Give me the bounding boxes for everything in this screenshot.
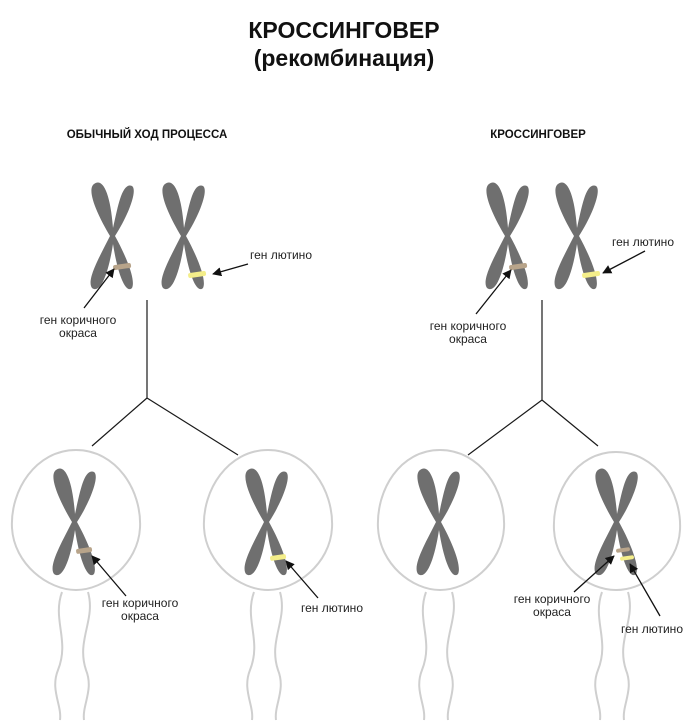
chromosome xyxy=(52,468,96,576)
brown-arrow xyxy=(475,269,512,315)
lutino-gene-band xyxy=(582,271,601,278)
left-panel-heading: ОБЫЧНЫЙ ХОД ПРОЦЕССА xyxy=(67,128,228,141)
left-sperm-1 xyxy=(10,448,142,721)
sperm-tail xyxy=(274,591,283,721)
brown-label-line1: ген коричного xyxy=(430,319,507,333)
lutino-gene-band xyxy=(620,555,634,561)
lutino-arrow xyxy=(212,263,249,277)
chromosome xyxy=(416,468,460,576)
sperm-tail xyxy=(594,591,604,721)
lutino-gene-band xyxy=(188,271,207,278)
right-branch-lines xyxy=(467,300,599,456)
brown-label-line2: окраса xyxy=(59,326,97,340)
brown-label-line1: ген коричного xyxy=(102,596,179,610)
brown-arrow xyxy=(573,555,615,593)
right-sperm-2 xyxy=(552,450,682,721)
sperm-tail xyxy=(246,591,256,721)
sperm-tail xyxy=(622,591,631,721)
left-sperm-2 xyxy=(202,448,334,721)
sperm-tail xyxy=(418,591,428,721)
sperm-tail xyxy=(54,591,64,721)
brown-label-line2: окраса xyxy=(533,605,571,619)
brown-label-line2: окраса xyxy=(121,609,159,623)
page-title: КРОССИНГОВЕР xyxy=(248,17,439,43)
brown-gene-band xyxy=(76,547,93,554)
left-branch-lines xyxy=(91,300,239,456)
lutino-label: ген лютино xyxy=(301,601,363,615)
lutino-label: ген лютино xyxy=(621,622,683,636)
right-parent-chromosomes xyxy=(485,182,601,290)
brown-label-line2: окраса xyxy=(449,332,487,346)
lutino-arrow xyxy=(629,563,661,617)
right-sperm-1 xyxy=(376,448,506,721)
brown-gene-band xyxy=(616,547,630,553)
brown-arrow xyxy=(83,268,115,309)
sperm-tail xyxy=(82,591,91,721)
lutino-label: ген лютино xyxy=(612,235,674,249)
right-panel-heading: КРОССИНГОВЕР xyxy=(490,129,586,141)
page-subtitle: (рекомбинация) xyxy=(254,45,435,71)
sperm-head xyxy=(202,448,334,592)
lutino-gene-band xyxy=(270,554,287,561)
lutino-arrow xyxy=(602,250,646,274)
sperm-head xyxy=(10,448,142,592)
sperm-head xyxy=(376,448,506,592)
lutino-arrow xyxy=(285,560,319,599)
brown-label-line1: ген коричного xyxy=(514,592,591,606)
sperm-tail xyxy=(446,591,455,721)
chromosome xyxy=(485,182,529,290)
brown-arrow xyxy=(91,555,127,597)
chromosome xyxy=(90,182,134,290)
brown-gene-band xyxy=(113,263,132,270)
sperm-head xyxy=(552,450,682,592)
lutino-label: ген лютино xyxy=(250,248,312,262)
brown-gene-band xyxy=(509,263,528,270)
left-parent-chromosomes xyxy=(90,182,207,290)
brown-label-line1: ген коричного xyxy=(40,313,117,327)
